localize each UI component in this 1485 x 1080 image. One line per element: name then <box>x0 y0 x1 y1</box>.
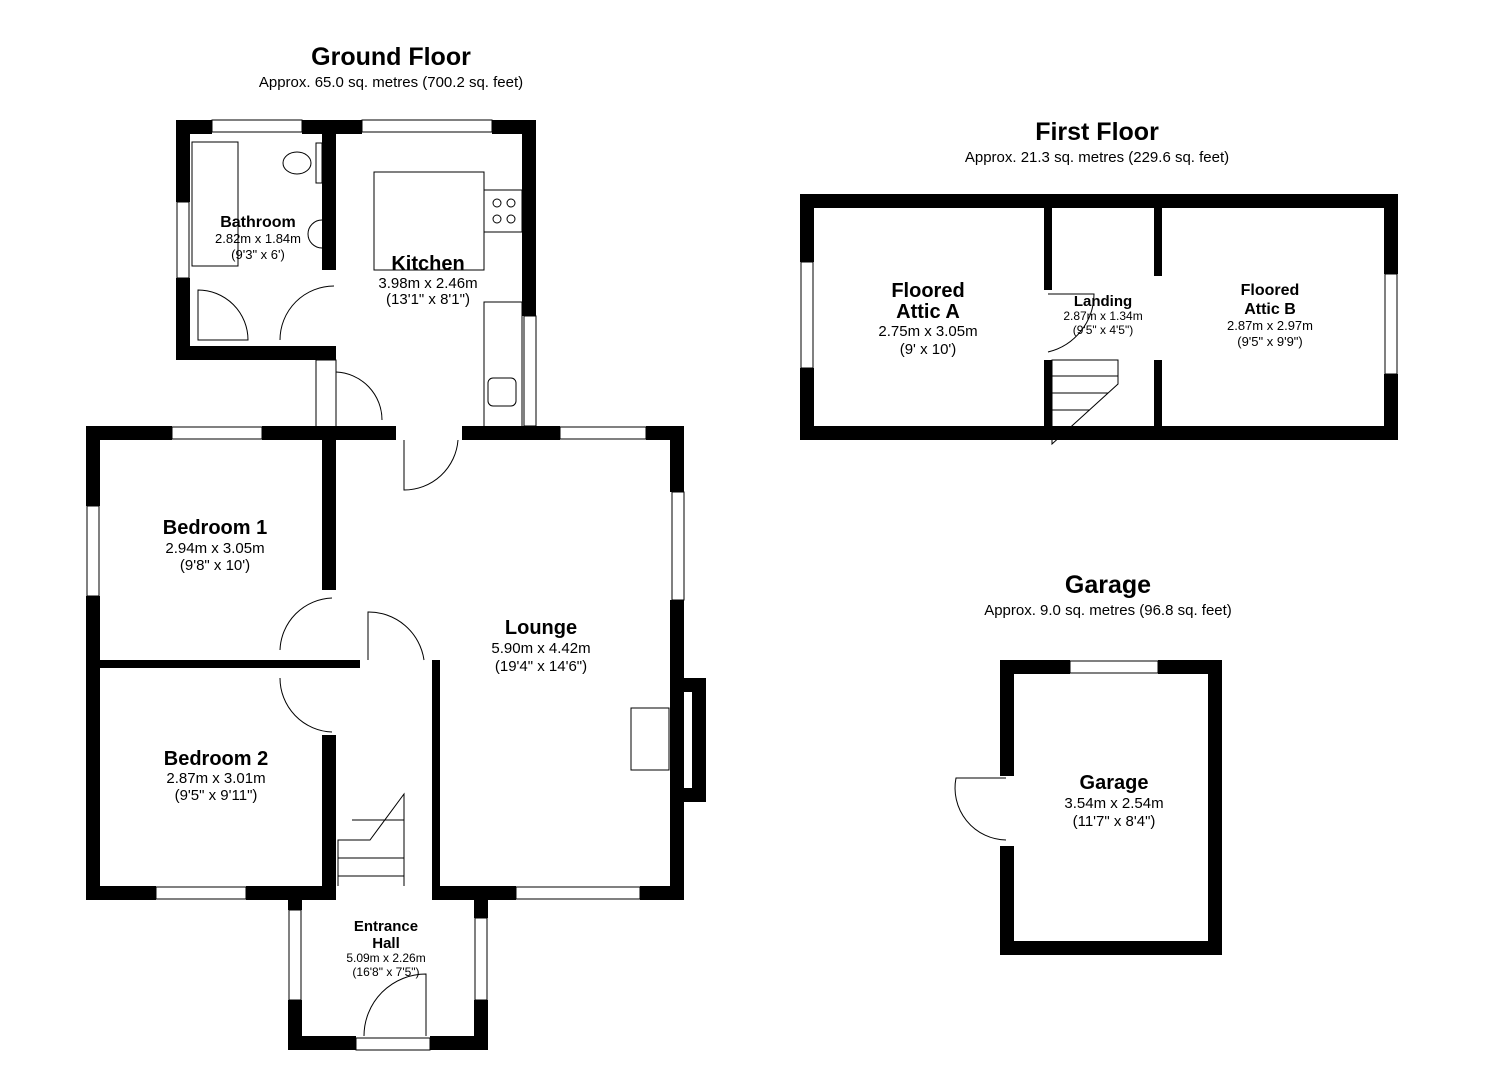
stairs-icon <box>1051 359 1119 446</box>
room-dimensions-metric: 5.09m x 2.26m <box>346 951 425 965</box>
room-dimensions-metric: 2.87m x 1.34m <box>1063 309 1142 323</box>
garage-walls <box>1000 660 1222 955</box>
room-dimensions-imperial: (9'8" x 10') <box>180 557 250 574</box>
toilet-icon <box>282 151 312 175</box>
ground-floor-area: Approx. 65.0 sq. metres (700.2 sq. feet) <box>259 74 523 91</box>
room-name: Floored <box>1241 282 1300 299</box>
ground-floor-walls <box>86 119 706 1051</box>
room-dimensions-metric: 2.75m x 3.05m <box>878 323 977 340</box>
room-name: Hall <box>372 935 400 952</box>
first-floor: First Floor Approx. 21.3 sq. metres (229… <box>800 118 1398 446</box>
bath-icon <box>191 141 239 267</box>
room-dimensions-metric: 2.82m x 1.84m <box>215 231 301 246</box>
front-door-swing <box>363 973 427 1037</box>
basin-icon <box>307 219 323 249</box>
room-bathroom: Bathroom 2.82m x 1.84m (9'3" x 6') <box>215 214 301 262</box>
room-name: Floored <box>891 280 964 302</box>
door-swing <box>367 611 425 661</box>
room-entrance-hall: Entrance Hall 5.09m x 2.26m (16'8" x 7'5… <box>346 918 425 979</box>
room-lounge: Lounge 5.90m x 4.42m (19'4" x 14'6") <box>491 617 590 675</box>
door-swing <box>954 777 1007 841</box>
hob-icon <box>483 189 523 233</box>
room-kitchen: Kitchen 3.98m x 2.46m (13'1" x 8'1") <box>378 253 477 308</box>
room-bedroom-2: Bedroom 2 2.87m x 3.01m (9'5" x 9'11") <box>164 748 268 804</box>
room-dimensions-imperial: (9'3" x 6') <box>231 247 285 262</box>
garage-title: Garage <box>1065 571 1151 599</box>
room-dimensions-imperial: (19'4" x 14'6") <box>495 658 587 675</box>
sink-unit <box>483 301 523 433</box>
room-dimensions-metric: 2.87m x 2.97m <box>1227 318 1313 333</box>
room-dimensions-imperial: (13'1" x 8'1") <box>386 291 470 308</box>
room-name: Bedroom 1 <box>163 517 267 539</box>
door-swing <box>279 597 333 651</box>
first-floor-walls <box>800 194 1398 440</box>
room-name: Kitchen <box>391 253 464 275</box>
room-name: Landing <box>1074 293 1132 310</box>
room-dimensions-imperial: (9'5" x 4'5") <box>1073 323 1133 337</box>
room-name: Bathroom <box>220 214 296 231</box>
ground-floor-fixtures <box>191 141 523 1037</box>
first-floor-title: First Floor <box>1035 118 1159 146</box>
room-dimensions-metric: 3.98m x 2.46m <box>378 275 477 292</box>
room-floored-attic-a: Floored Attic A 2.75m x 3.05m (9' x 10') <box>878 280 977 358</box>
room-dimensions-metric: 2.87m x 3.01m <box>166 770 265 787</box>
garage-area: Approx. 9.0 sq. metres (96.8 sq. feet) <box>984 602 1232 619</box>
door-swing <box>1047 293 1095 353</box>
first-floor-area: Approx. 21.3 sq. metres (229.6 sq. feet) <box>965 149 1229 166</box>
room-floored-attic-b: Floored Attic B 2.87m x 2.97m (9'5" x 9'… <box>1227 282 1313 349</box>
room-landing: Landing 2.87m x 1.34m (9'5" x 4'5") <box>1063 293 1142 337</box>
room-name: Attic A <box>896 301 960 323</box>
garage-floor: Garage Approx. 9.0 sq. metres (96.8 sq. … <box>954 571 1232 955</box>
room-name: Attic B <box>1244 301 1296 318</box>
room-name: Lounge <box>505 617 577 639</box>
room-dimensions-imperial: (16'8" x 7'5") <box>352 965 419 979</box>
room-name: Garage <box>1080 772 1149 794</box>
ground-floor-title: Ground Floor <box>311 43 471 71</box>
shower-icon <box>197 289 249 341</box>
sink-icon <box>487 377 517 407</box>
room-dimensions-imperial: (9'5" x 9'11") <box>175 787 258 804</box>
door-swing <box>279 677 333 733</box>
door-swing <box>279 285 335 341</box>
room-dimensions-metric: 2.94m x 3.05m <box>165 540 264 557</box>
stairs-icon <box>337 792 405 886</box>
room-name: Entrance <box>354 918 418 935</box>
room-name: Bedroom 2 <box>164 748 268 770</box>
ground-floor: Ground Floor Approx. 65.0 sq. metres (70… <box>86 43 706 1051</box>
room-dimensions-metric: 3.54m x 2.54m <box>1064 795 1163 812</box>
room-dimensions-imperial: (9'5" x 9'9") <box>1237 334 1303 349</box>
door-swing <box>403 439 459 491</box>
room-dimensions-metric: 5.90m x 4.42m <box>491 640 590 657</box>
room-dimensions-imperial: (9' x 10') <box>900 341 957 358</box>
room-dimensions-imperial: (11'7" x 8'4") <box>1073 813 1156 830</box>
room-garage: Garage 3.54m x 2.54m (11'7" x 8'4") <box>1064 772 1163 830</box>
room-bedroom-1: Bedroom 1 2.94m x 3.05m (9'8" x 10') <box>163 517 267 574</box>
door-swing <box>335 371 383 421</box>
